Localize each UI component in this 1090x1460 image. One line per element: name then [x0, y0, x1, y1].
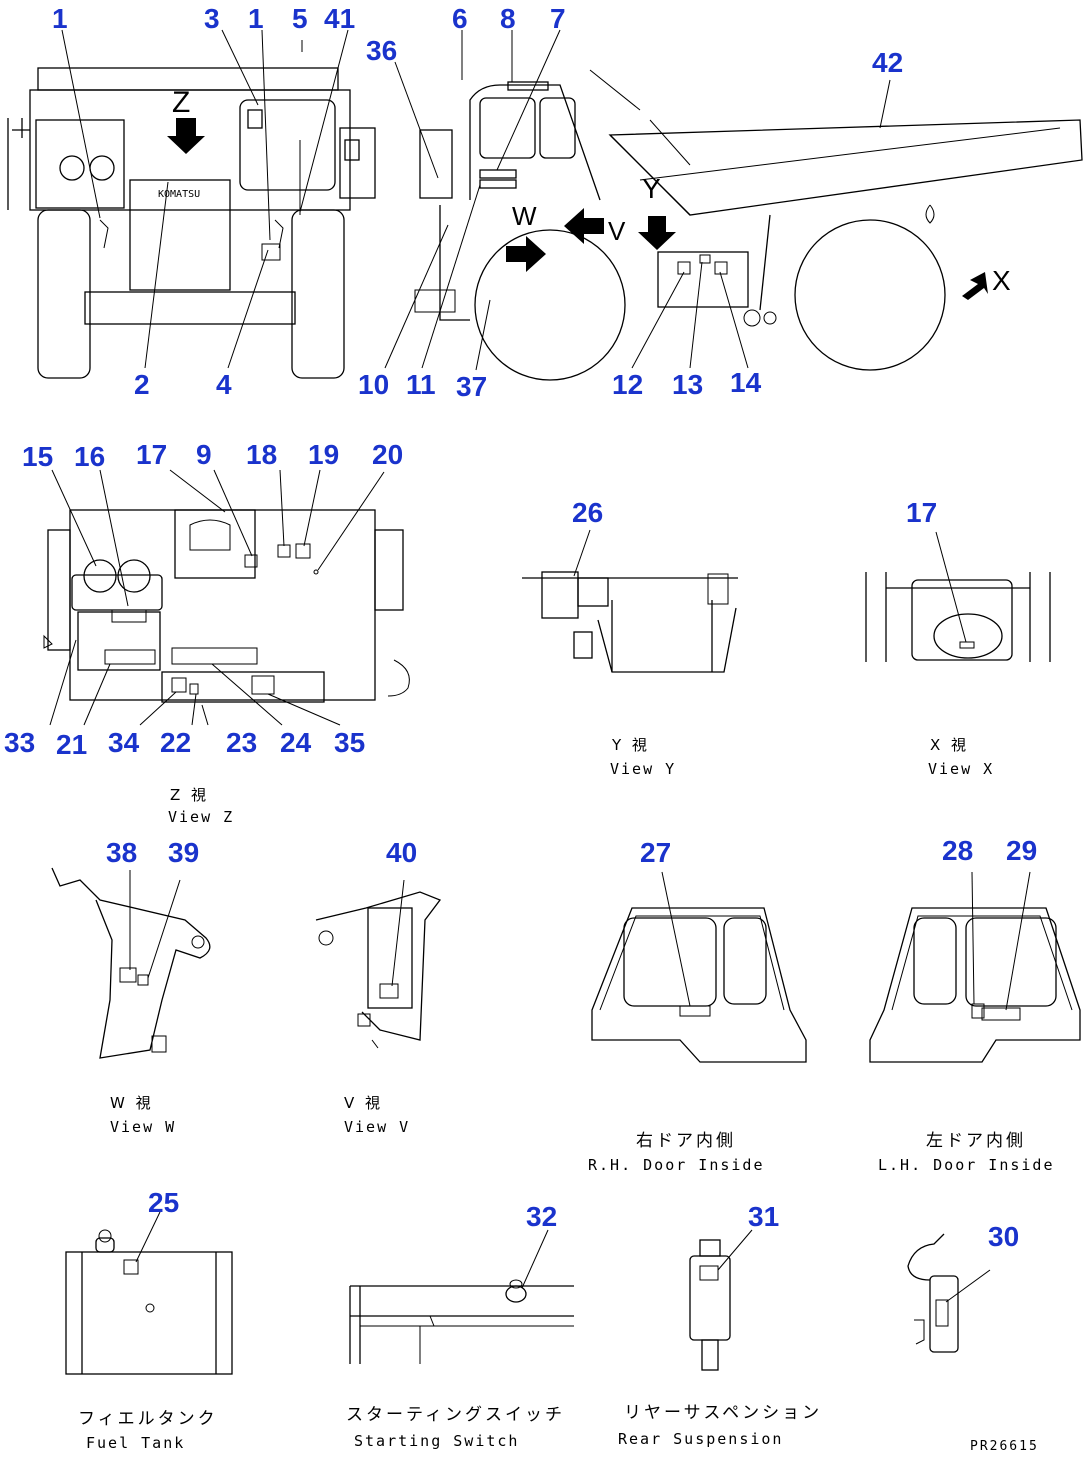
- view-x-arrow: X: [962, 265, 1014, 300]
- callout-34: 34: [108, 727, 140, 758]
- view-v-arrow: V: [564, 208, 628, 246]
- rear-suspension-label-jp: リヤーサスペンション: [624, 1403, 822, 1423]
- callout-15: 15: [22, 441, 53, 472]
- callout-21: 21: [56, 729, 87, 760]
- callout-1a: 1: [52, 3, 68, 34]
- view-z-arrow: Z: [167, 86, 205, 154]
- grille-logo: KOMATSU: [158, 189, 200, 200]
- callout-36: 36: [366, 35, 397, 66]
- callout-5: 5: [292, 3, 308, 34]
- callout-29: 29: [1006, 835, 1037, 866]
- callout-12: 12: [612, 369, 643, 400]
- callout-22: 22: [160, 727, 191, 758]
- view-w-label-en: View W: [110, 1118, 176, 1136]
- callout-6: 6: [452, 3, 468, 34]
- callout-1b: 1: [248, 3, 264, 34]
- side-view-drawing: [414, 69, 1083, 381]
- callout-18: 18: [246, 439, 277, 470]
- view-z-label-en: View Z: [168, 808, 234, 826]
- rear-suspension-label-en: Rear Suspension: [618, 1430, 783, 1448]
- callout-41: 41: [324, 3, 355, 34]
- view-y-label-jp: Y 視: [611, 736, 650, 754]
- view-v-label-en: View V: [344, 1118, 410, 1136]
- front-view-drawing: KOMATSU: [7, 67, 376, 379]
- callout-24: 24: [280, 727, 312, 758]
- arrow-letter-v: V: [608, 216, 628, 246]
- view-y-label-en: View Y: [610, 760, 676, 778]
- view-y-drawing: [522, 529, 738, 673]
- starting-switch-drawing: [349, 1229, 574, 1364]
- view-w-drawing: [51, 867, 211, 1059]
- fuel-tank-drawing: [65, 1211, 233, 1375]
- callout-17a: 17: [136, 439, 167, 470]
- callout-27: 27: [640, 837, 671, 868]
- callout-9: 9: [196, 439, 212, 470]
- view-x-drawing: [865, 531, 1051, 662]
- view-x-label-en: View X: [928, 760, 994, 778]
- callout-20: 20: [372, 439, 403, 470]
- view-y-arrow: Y: [638, 173, 676, 250]
- fuel-tank-label-en: Fuel Tank: [86, 1434, 185, 1452]
- callout-2: 2: [134, 369, 150, 400]
- callout-4: 4: [216, 369, 232, 400]
- callout-11: 11: [406, 369, 436, 400]
- view-z-callouts: 15 16 17 9 18 19 20 33 21 34 22 23 24 35: [4, 439, 403, 760]
- rear-suspension-drawing: [689, 1229, 753, 1371]
- drawing-code: PR26615: [970, 1439, 1039, 1454]
- view-v-label-jp: V 視: [344, 1094, 383, 1112]
- callout-38: 38: [106, 837, 137, 868]
- rh-door-drawing: [591, 871, 807, 1063]
- rh-door-label-en: R.H. Door Inside: [588, 1156, 765, 1174]
- fuel-tank-label-jp: フィエルタンク: [78, 1409, 218, 1429]
- callout-8: 8: [500, 3, 516, 34]
- callout-25: 25: [148, 1187, 179, 1218]
- lh-door-label-jp: 左ドア内側: [926, 1131, 1026, 1151]
- callout-13: 13: [672, 369, 703, 400]
- view-v-drawing: [315, 879, 442, 1049]
- callout-14: 14: [730, 367, 762, 398]
- arrow-letter-w: W: [512, 201, 540, 231]
- view-w-label-jp: W 視: [110, 1094, 154, 1112]
- arrow-letter-x: X: [992, 265, 1014, 296]
- lh-door-label-en: L.H. Door Inside: [878, 1156, 1055, 1174]
- callout-32: 32: [526, 1201, 557, 1232]
- callout-19: 19: [308, 439, 339, 470]
- callout-39: 39: [168, 837, 199, 868]
- callout-16: 16: [74, 441, 105, 472]
- view-z-label-jp: Z 視: [170, 786, 209, 804]
- callout-35: 35: [334, 727, 365, 758]
- callout-26: 26: [572, 497, 603, 528]
- component-30-drawing: [907, 1233, 991, 1353]
- callout-23: 23: [226, 727, 257, 758]
- view-w-arrow: W: [506, 201, 546, 272]
- callout-17b: 17: [906, 497, 937, 528]
- main-callouts: 1 3 1 5 41 36 6 8 7 42 2 4 10 11 37 12 1…: [52, 3, 903, 402]
- callout-37: 37: [456, 371, 487, 402]
- main-leaders: [61, 29, 891, 371]
- view-z-leaders: [49, 469, 385, 726]
- starting-switch-label-en: Starting Switch: [354, 1432, 519, 1450]
- view-x-label-jp: X 視: [930, 736, 969, 754]
- view-z-drawing: [43, 509, 410, 703]
- callout-7: 7: [550, 3, 566, 34]
- callout-42: 42: [872, 47, 903, 78]
- arrow-letter-y: Y: [642, 173, 664, 204]
- callout-28: 28: [942, 835, 973, 866]
- callout-3: 3: [204, 3, 220, 34]
- arrow-letter-z: Z: [172, 86, 193, 119]
- callout-30: 30: [988, 1221, 1019, 1252]
- callout-31: 31: [748, 1201, 779, 1232]
- callout-10: 10: [358, 369, 389, 400]
- starting-switch-label-jp: スターティングスイッチ: [346, 1405, 565, 1425]
- rh-door-label-jp: 右ドア内側: [636, 1131, 736, 1151]
- callout-33: 33: [4, 727, 35, 758]
- callout-40: 40: [386, 837, 417, 868]
- lh-door-drawing: [869, 871, 1081, 1063]
